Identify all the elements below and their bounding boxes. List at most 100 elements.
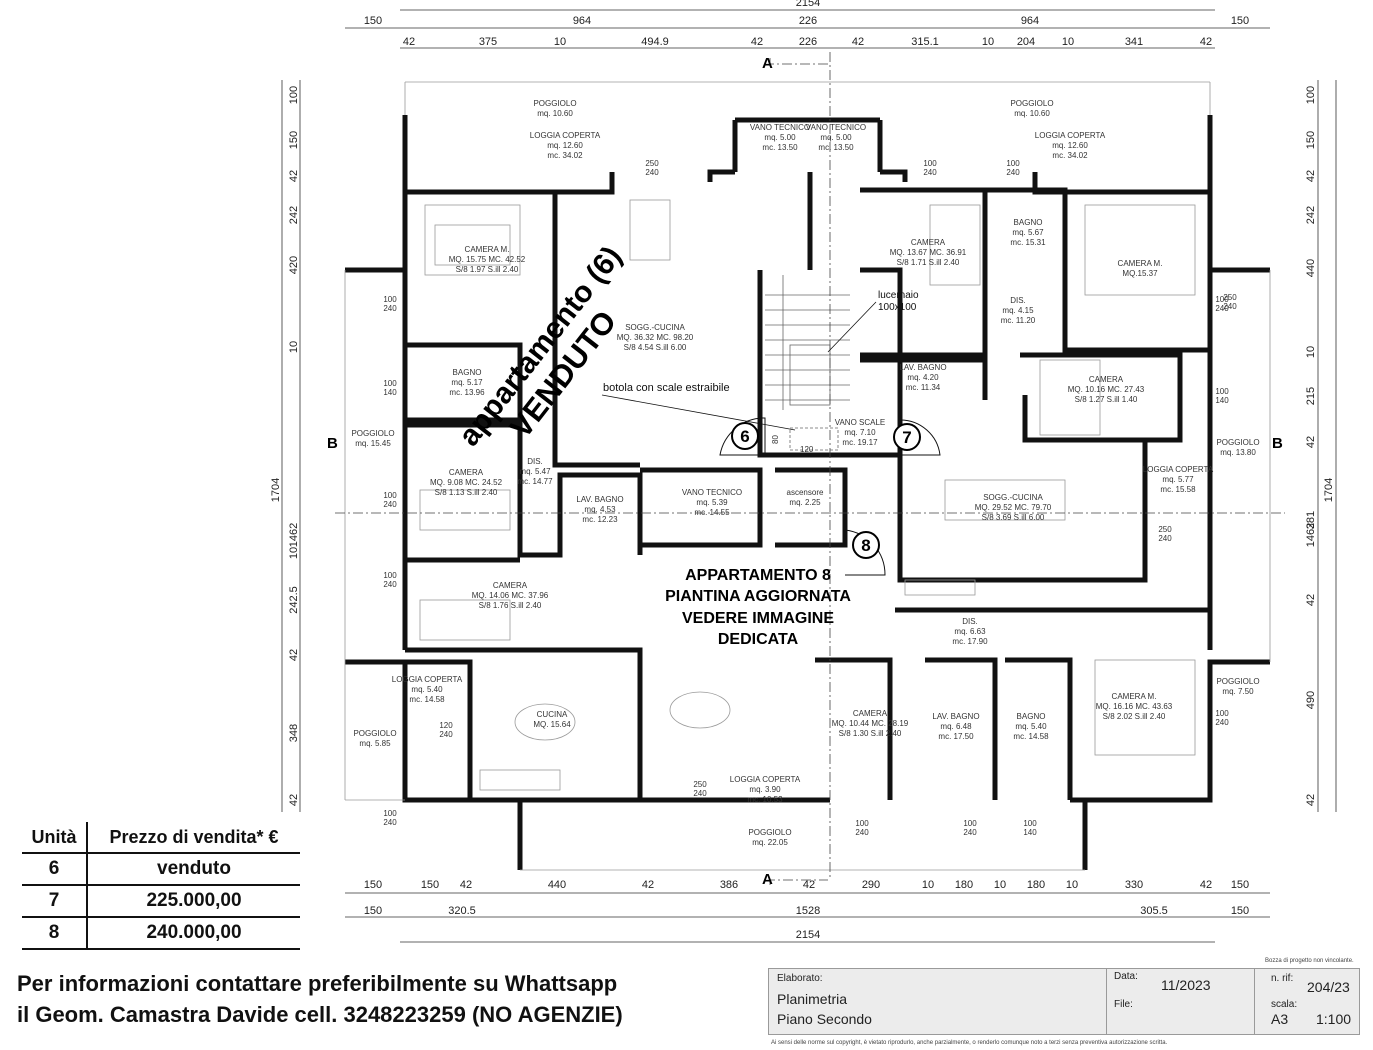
stair-dim-80: 80	[771, 435, 780, 444]
opening-size: 140	[1215, 396, 1229, 405]
room-metric: mq. 5.47	[519, 467, 551, 476]
scale-value: 1:100	[1316, 1011, 1352, 1027]
opening-size: 140	[1023, 828, 1037, 837]
room-metric: mc. 14.77	[517, 477, 553, 486]
draft-note: Bozza di progetto non vincolante.	[1265, 958, 1354, 964]
room-metric: mc. 11.34	[906, 383, 941, 392]
room-metric: mq. 5.00	[820, 133, 852, 142]
room-name: CAMERA M.	[1118, 259, 1163, 268]
dimension-label: 10	[922, 879, 934, 891]
dimension-label: 42	[460, 879, 472, 891]
opening-size: 100	[383, 491, 397, 500]
contact-info: Per informazioni contattare preferibilme…	[17, 968, 757, 1030]
opening-size: 250	[1158, 525, 1172, 534]
room-name: SOGG.-CUCINA	[983, 493, 1043, 502]
section-marker-b-right: B	[1272, 435, 1283, 452]
room-name: LAV. BAGNO	[899, 363, 946, 372]
room-metric: mc. 14.58	[409, 695, 445, 704]
room-metric: mq. 4.15	[1002, 306, 1034, 315]
opening-size: 100	[1023, 819, 1037, 828]
lucernaio-leader	[827, 301, 877, 353]
opening-size: 250	[645, 159, 659, 168]
dimension-label: 42	[1200, 879, 1212, 891]
room-name: CAMERA	[911, 238, 946, 247]
dimension-label: 964	[573, 15, 591, 27]
section-marker-a-bottom: A	[762, 871, 773, 888]
dimension-label: 42	[288, 794, 300, 806]
room-metric: mq. 4.53	[584, 505, 616, 514]
dimension-label: 42	[403, 36, 415, 48]
room-metric: mc. 15.58	[1160, 485, 1196, 494]
room-metric: mq. 12.60	[1052, 141, 1088, 150]
room-metric: S/8 1.76 S.ill 2.40	[479, 601, 542, 610]
unit-circles: 6 7 8	[731, 422, 921, 559]
room-metric: MQ. 36.32 MC. 98.20	[617, 333, 694, 342]
room-name: DIS.	[962, 617, 978, 626]
room-metric: mc. 17.50	[938, 732, 974, 741]
unit-circle-8: 8	[861, 536, 870, 555]
room-metric: mq. 22.05	[752, 838, 788, 847]
opening-size: 240	[1223, 302, 1237, 311]
dimension-label: 381	[1305, 511, 1317, 529]
apt8-line1: APPARTAMENTO 8	[685, 567, 831, 584]
dimension-label: 1704	[1323, 478, 1335, 502]
opening-size: 240	[383, 304, 397, 313]
unit-circle-7: 7	[902, 428, 911, 447]
stair-dim-120: 120	[800, 445, 814, 454]
dimension-label: 320.5	[448, 905, 476, 917]
room-metric: S/8 2.02 S.ill 2.40	[1103, 712, 1166, 721]
opening-size: 240	[383, 580, 397, 589]
unit-cell: 7	[22, 885, 88, 918]
room-name: CAMERA	[1089, 375, 1124, 384]
room-metric: MQ.15.37	[1122, 269, 1158, 278]
dimension-label: 964	[1021, 15, 1039, 27]
section-marker-b-left: B	[327, 435, 338, 452]
room-name: CAMERA M.	[1112, 692, 1157, 701]
dimension-label: 1704	[270, 478, 282, 502]
dimension-label: 42	[288, 649, 300, 661]
opening-size: 100	[383, 809, 397, 818]
price-table-header: Unità Prezzo di vendita* €	[22, 822, 300, 854]
dimension-label: 180	[1027, 879, 1045, 891]
dimension-label: 226	[799, 15, 817, 27]
opening-size: 240	[1215, 718, 1229, 727]
opening-size: 240	[963, 828, 977, 837]
room-metric: mq. 10.60	[1014, 109, 1050, 118]
section-marker-a-top: A	[762, 55, 773, 72]
dimension-label: 375	[479, 36, 497, 48]
room-metric: mq. 7.50	[1222, 687, 1254, 696]
opening-size: 240	[1215, 304, 1229, 313]
dimension-label: 226	[799, 36, 817, 48]
dimension-lines	[281, 9, 1337, 943]
room-name: VANO TECNICO	[806, 123, 866, 132]
unit-cell: 8	[22, 917, 88, 950]
dimension-label: 242	[288, 206, 300, 224]
room-name: DIS.	[527, 457, 543, 466]
dimension-label: 10	[1066, 879, 1078, 891]
room-metric: mq. 5.00	[764, 133, 796, 142]
opening-size: 100	[1006, 159, 1020, 168]
room-metric: mq. 5.77	[1162, 475, 1194, 484]
room-metric: mq. 2.25	[789, 498, 821, 507]
dimension-label: 10	[288, 547, 300, 559]
room-metric: mc. 13.96	[449, 388, 485, 397]
dimension-label: 10	[1305, 346, 1317, 358]
dimension-label: 150	[364, 905, 382, 917]
room-name: CAMERA	[449, 468, 484, 477]
room-name: POGGIOLO	[1216, 677, 1259, 686]
room-metric: mq. 10.60	[537, 109, 573, 118]
price-table: Unità Prezzo di vendita* € 6 venduto 7 2…	[22, 822, 300, 950]
room-name: LOGGIA COPERTA	[1143, 465, 1214, 474]
room-name: BAGNO	[453, 368, 482, 377]
room-metric: MQ. 10.44 MC. 28.19	[832, 719, 909, 728]
dimension-label: 150	[288, 131, 300, 149]
room-metric: MQ. 15.64	[533, 720, 571, 729]
contact-line-1: Per informazioni contattare preferibilme…	[17, 971, 618, 996]
opening-size: 100	[855, 819, 869, 828]
dimension-label: 494.9	[641, 36, 669, 48]
opening-size: 100	[383, 295, 397, 304]
dimension-label: 330	[1125, 879, 1143, 891]
room-metric: mq. 5.39	[696, 498, 728, 507]
